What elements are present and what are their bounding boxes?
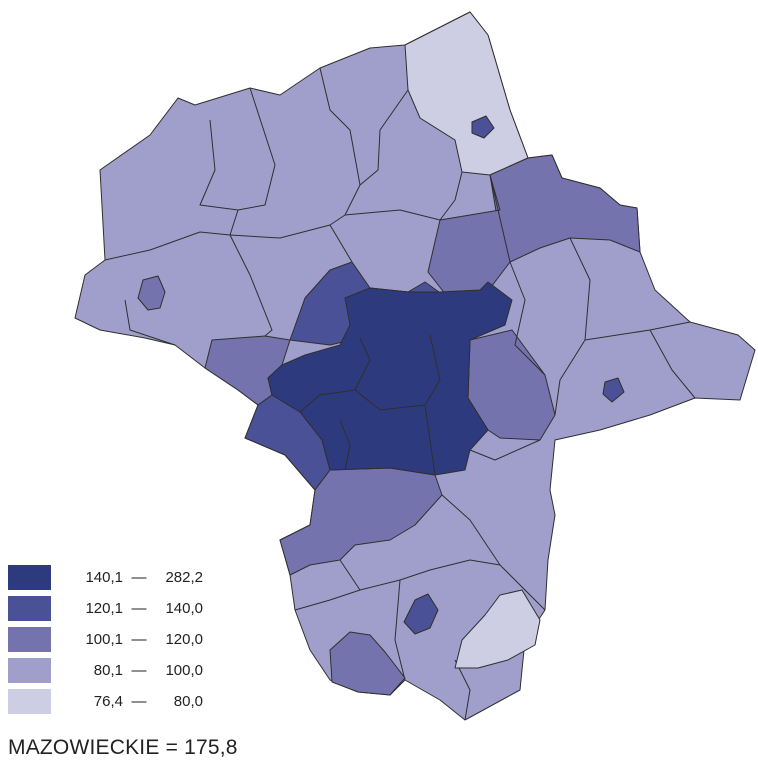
region-total: MAZOWIECKIE = 175,8: [8, 736, 238, 760]
city-east: [602, 377, 625, 403]
border-west-3: [229, 224, 353, 263]
legend-row-2: 120,1 — 140,0: [8, 593, 203, 624]
legend-from-4: 80,1: [93, 662, 123, 679]
legend-row-3: 100,1 — 120,0: [8, 624, 203, 655]
legend-sep-4: —: [131, 662, 147, 679]
legend-to-2: 140,0: [165, 600, 203, 617]
border-east-4: [649, 329, 696, 399]
district-north-east: [489, 154, 641, 263]
border-south-4: [294, 589, 361, 611]
legend-swatch-1: [8, 565, 51, 590]
district-capital-core: [267, 281, 513, 476]
legend-sep-1: —: [131, 569, 147, 586]
legend-from-5: 76,4: [93, 693, 123, 710]
border-west-2: [124, 299, 176, 346]
city-north: [471, 115, 495, 139]
map-legend: 140,1 — 282,2 120,1 — 140,0 100,1 — 120,…: [8, 562, 203, 717]
legend-swatch-5: [8, 689, 51, 714]
legend-sep-3: —: [131, 631, 147, 648]
legend-swatch-3: [8, 627, 51, 652]
border-south-2: [441, 494, 546, 611]
legend-row-1: 140,1 — 282,2: [8, 562, 203, 593]
region-name: MAZOWIECKIE: [8, 736, 160, 759]
legend-to-4: 100,0: [165, 662, 203, 679]
border-south-3: [339, 559, 501, 591]
legend-swatch-2: [8, 596, 51, 621]
border-south-5: [394, 579, 406, 681]
city-south: [403, 593, 439, 635]
capital-inner-border-4: [339, 419, 351, 471]
capital-inner-border-2: [299, 389, 356, 413]
region-value: 175,8: [184, 736, 238, 759]
district-south-east-light: [454, 589, 541, 669]
legend-from-2: 120,1: [85, 600, 123, 617]
legend-to-1: 282,2: [165, 569, 203, 586]
region-equals: =: [165, 736, 179, 759]
border-north-5: [439, 171, 463, 221]
border-north-3: [199, 119, 239, 211]
border-south-1: [469, 439, 541, 461]
city-west: [137, 275, 166, 311]
border-north-6: [344, 209, 441, 221]
legend-from-1: 140,1: [85, 569, 123, 586]
legend-to-3: 120,0: [165, 631, 203, 648]
legend-to-5: 80,0: [173, 693, 203, 710]
capital-inner-border-3: [424, 404, 436, 476]
legend-from-3: 100,1: [85, 631, 123, 648]
border-east-1: [509, 261, 546, 376]
border-south-6: [454, 659, 471, 721]
legend-row-4: 80,1 — 100,0: [8, 655, 203, 686]
district-north-central-east: [427, 174, 511, 301]
district-south-west: [329, 631, 406, 696]
legend-row-5: 76,4 — 80,0: [8, 686, 203, 717]
district-south-ring: [279, 467, 443, 576]
border-north-1: [319, 67, 361, 226]
legend-swatch-4: [8, 658, 51, 683]
border-north-4: [229, 87, 276, 236]
capital-inner-border-1: [354, 334, 441, 411]
border-north-2: [359, 89, 409, 186]
legend-sep-2: —: [131, 600, 147, 617]
legend-sep-5: —: [131, 693, 147, 710]
